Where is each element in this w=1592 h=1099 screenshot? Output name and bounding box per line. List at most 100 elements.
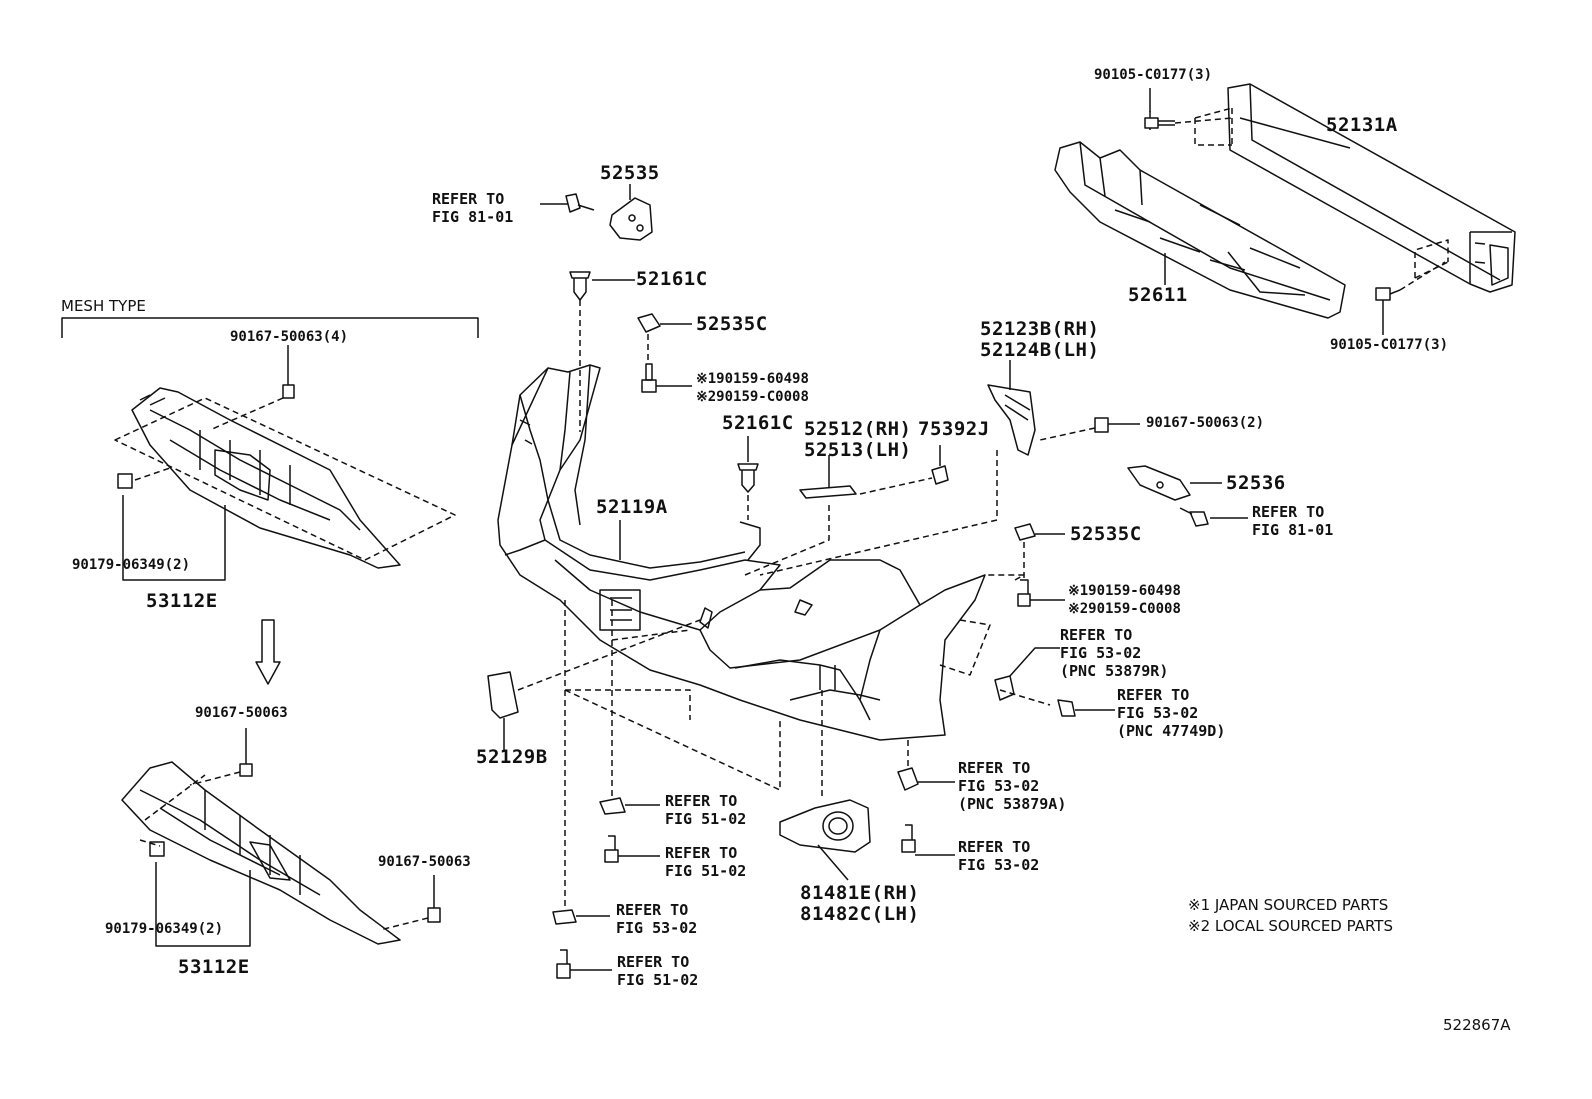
ref-line: (PNC 47749D) [1117, 722, 1226, 740]
ref-line: FIG 53-02 [1117, 704, 1199, 722]
ref-line: REFER TO [432, 190, 505, 208]
bumper-cover-52119A [497, 364, 986, 741]
bolt-90167-4 [282, 384, 295, 399]
ref-line: FIG 51-02 [665, 810, 747, 828]
ref-53-02-e: REFER TO FIG 53-02 [616, 901, 697, 937]
ref-line: REFER TO [1117, 686, 1190, 704]
label-52611: 52611 [1128, 284, 1188, 306]
mesh-type-bracket [61, 317, 479, 338]
ref-line: FIG 51-02 [617, 971, 699, 989]
figure-id: 522867A [1443, 1016, 1511, 1034]
ref-51-02-b: REFER TO FIG 51-02 [665, 844, 746, 880]
screw-53-02-d [901, 824, 916, 853]
grille-53112E-top [131, 387, 401, 569]
ref-line: REFER TO [1252, 503, 1325, 521]
retainer-52535C-top [637, 313, 661, 333]
mesh-type-label: MESH TYPE [61, 297, 146, 315]
ref-53-02-c: REFER TO FIG 53-02 (PNC 53879A) [958, 759, 1066, 813]
ref-line: FIG 81-01 [432, 208, 514, 226]
clip-52161C-top [569, 271, 591, 301]
energy-absorber-52611 [1054, 141, 1346, 319]
label-90105-bottom: 90105-C0177(3) [1330, 337, 1449, 353]
clip-53879R [994, 675, 1015, 701]
ref-line: FIG 51-02 [665, 862, 747, 880]
screw-47749D [1057, 699, 1076, 717]
screw-51-02-b [604, 835, 619, 863]
clip-90179-top [117, 473, 133, 489]
label-52119A: 52119A [596, 496, 668, 518]
label-52131A: 52131A [1326, 114, 1398, 136]
ref-line: FIG 81-01 [1252, 521, 1334, 539]
ref-53-02-d: REFER TO FIG 53-02 [958, 838, 1039, 874]
retainer-52535C-right [1014, 523, 1036, 541]
label-90159-c0008-top: ※290159-C0008 [696, 389, 809, 405]
label-90179-top: 90179-06349(2) [72, 557, 191, 573]
screw-90159-top [641, 363, 657, 393]
label-75392J: 75392J [918, 418, 990, 440]
ref-line: FIG 53-02 [1060, 644, 1142, 662]
label-90159-60498-top: ※190159-60498 [696, 371, 809, 387]
label-90167-50063-a: 90167-50063 [195, 705, 288, 721]
label-52535: 52535 [600, 162, 660, 184]
ref-line: REFER TO [665, 792, 738, 810]
clip-53879A [897, 767, 919, 791]
side-bracket-52123B [987, 384, 1036, 456]
label-52124B: 52124B(LH) [980, 339, 1100, 361]
label-90179-bottom: 90179-06349(2) [105, 921, 224, 937]
bolt-90105-bottom [1375, 287, 1401, 310]
label-53112E-top: 53112E [146, 590, 218, 612]
label-90167-50063-4: 90167-50063(4) [230, 329, 349, 345]
ref-line: FIG 53-02 [616, 919, 698, 937]
ref-81-01-right: REFER TO FIG 81-01 [1252, 503, 1333, 539]
ref-line: REFER TO [958, 759, 1031, 777]
fog-cover-81481E [779, 799, 871, 853]
clip-53-02-e [552, 909, 577, 925]
label-53112E-bottom: 53112E [178, 956, 250, 978]
clip-52161C-mid [737, 463, 759, 493]
ref-53-02-b: REFER TO FIG 53-02 (PNC 47749D) [1117, 686, 1225, 740]
ref-line: (PNC 53879R) [1060, 662, 1169, 680]
bolt-90167-2 [1094, 417, 1109, 433]
label-52513: 52513(LH) [804, 439, 912, 461]
tow-hook-cover-52129B [487, 671, 519, 719]
bolt-90167-a [239, 763, 253, 777]
ref-line: REFER TO [958, 838, 1031, 856]
label-52161C-mid: 52161C [722, 412, 794, 434]
grille-53112E-bottom [121, 761, 401, 945]
bolt-90167-b [427, 907, 441, 923]
molding-52512 [799, 485, 857, 499]
screw-52536 [1179, 507, 1209, 527]
screw-51-02-c [556, 949, 571, 979]
label-52129B: 52129B [476, 746, 548, 768]
screw-refer-81-01 [565, 193, 595, 213]
ref-53-02-a: REFER TO FIG 53-02 (PNC 53879R) [1060, 626, 1168, 680]
ref-line: REFER TO [616, 901, 689, 919]
footnote-japan-sourced: ※1 JAPAN SOURCED PARTS [1188, 896, 1389, 914]
ref-51-02-c: REFER TO FIG 51-02 [617, 953, 698, 989]
ref-line: FIG 53-02 [958, 777, 1040, 795]
label-52536: 52536 [1226, 472, 1286, 494]
ref-51-02-a: REFER TO FIG 51-02 [665, 792, 746, 828]
ref-line: REFER TO [617, 953, 690, 971]
ref-line: REFER TO [1060, 626, 1133, 644]
bracket-52535 [609, 197, 653, 241]
label-52161C-top: 52161C [636, 268, 708, 290]
label-81481E: 81481E(RH) [800, 882, 920, 904]
label-52535C-top: 52535C [696, 313, 768, 335]
label-52123B: 52123B(RH) [980, 318, 1100, 340]
ref-line: (PNC 53879A) [958, 795, 1067, 813]
reinforcement-beam-52131A [1227, 83, 1516, 293]
label-90105-top: 90105-C0177(3) [1094, 67, 1213, 83]
label-90167-50063-b: 90167-50063 [378, 854, 471, 870]
footnote-local-sourced: ※2 LOCAL SOURCED PARTS [1188, 917, 1393, 935]
ref-81-01-top: REFER TO FIG 81-01 [432, 190, 513, 226]
label-81482C: 81482C(LH) [800, 903, 920, 925]
bracket-52536 [1127, 465, 1191, 501]
ref-line: REFER TO [665, 844, 738, 862]
label-52535C-right: 52535C [1070, 523, 1142, 545]
bolt-90105-top [1144, 111, 1175, 130]
emblem-75392J [931, 465, 949, 485]
clip-90179-bottom [149, 841, 165, 857]
label-90159-60498-right: ※190159-60498 [1068, 583, 1181, 599]
